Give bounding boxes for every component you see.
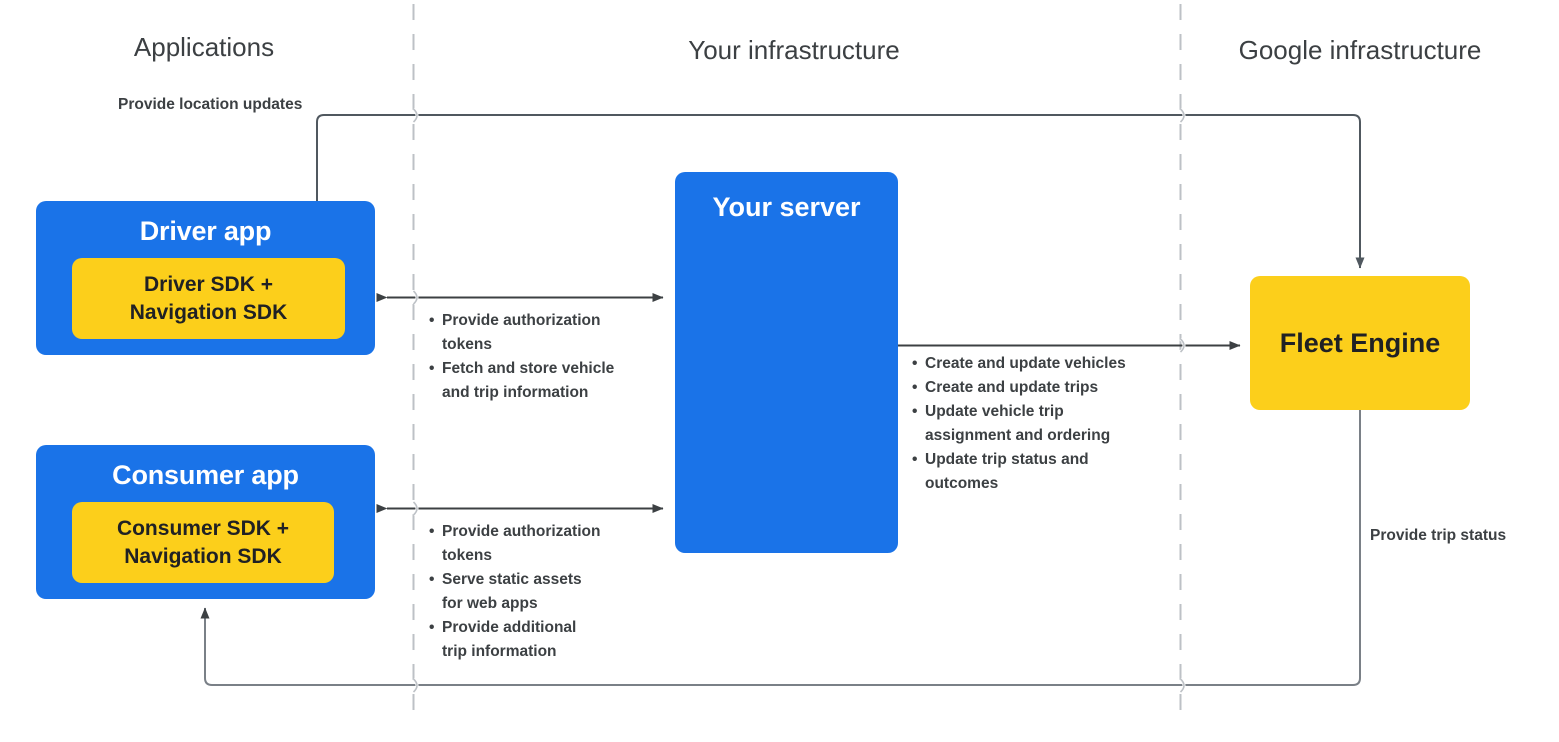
list-item: Provide additional trip information: [429, 616, 664, 664]
consumer-sdk-label-line1: Consumer SDK +: [116, 516, 290, 540]
zone-header-your-infrastructure: Your infrastructure: [688, 35, 900, 65]
list-item: Fetch and store vehicle and trip informa…: [429, 357, 664, 405]
edge-bullets-consumer-server: Provide authorization tokens Serve stati…: [429, 520, 664, 664]
driver-sdk-label-line1: Driver SDK +: [144, 272, 273, 296]
list-item: Serve static assets for web apps: [429, 568, 664, 616]
list-item: Update vehicle trip assignment and order…: [912, 400, 1172, 448]
list-item: Create and update vehicles: [912, 352, 1172, 376]
edge-bullets-driver-server: Provide authorization tokens Fetch and s…: [429, 309, 664, 405]
driver-app-title: Driver app: [139, 216, 272, 246]
list-item: Provide authorization tokens: [429, 520, 664, 568]
zone-header-applications: Applications: [133, 32, 275, 62]
node-fleet-engine[interactable]: Fleet Engine: [1250, 276, 1470, 410]
node-consumer-app[interactable]: Consumer app Consumer SDK + Navigation S…: [36, 445, 375, 599]
edge-bullets-server-fleet-engine: Create and update vehicles Create and up…: [912, 352, 1172, 496]
edge-label-provide-location-updates: Provide location updates: [118, 96, 303, 113]
node-consumer-sdk[interactable]: Consumer SDK + Navigation SDK: [72, 502, 334, 583]
node-driver-sdk[interactable]: Driver SDK + Navigation SDK: [72, 258, 345, 339]
list-item: Provide authorization tokens: [429, 309, 664, 357]
edge-label-provide-trip-status: Provide trip status: [1370, 527, 1507, 544]
list-item: Create and update trips: [912, 376, 1172, 400]
list-item: Update trip status and outcomes: [912, 448, 1172, 496]
your-server-title: Your server: [712, 192, 861, 222]
fleet-engine-title: Fleet Engine: [1279, 327, 1441, 358]
zone-header-google-infrastructure: Google infrastructure: [1238, 35, 1482, 65]
node-driver-app[interactable]: Driver app Driver SDK + Navigation SDK: [36, 201, 375, 355]
consumer-sdk-label-line2: Navigation SDK: [124, 544, 282, 568]
node-your-server[interactable]: Your server: [675, 172, 898, 553]
driver-sdk-label-line2: Navigation SDK: [129, 300, 288, 324]
consumer-app-title: Consumer app: [112, 460, 299, 490]
